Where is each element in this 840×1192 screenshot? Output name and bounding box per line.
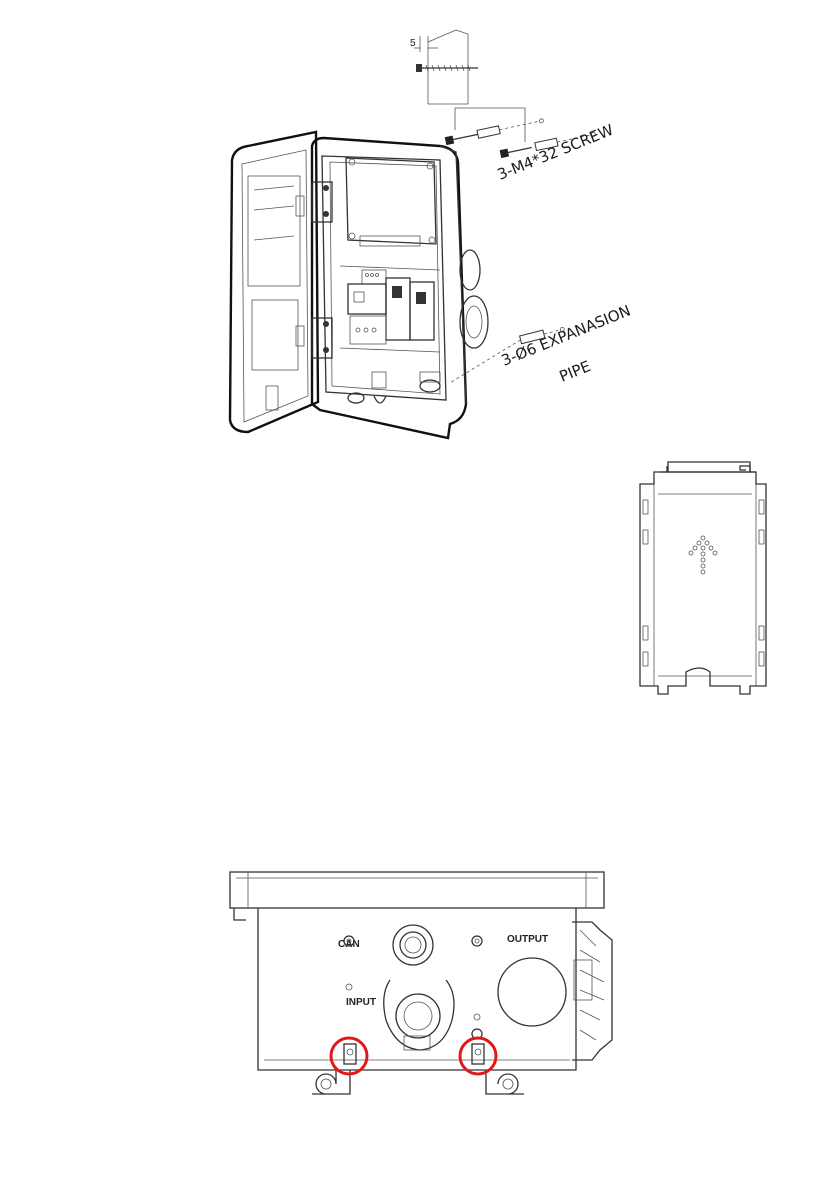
side-cable-clamp (572, 922, 612, 1060)
pipe-callout: 3-Ø6 EXPANASION PIPE (499, 301, 633, 385)
input-port: INPUT (346, 980, 454, 1050)
screw-wall-detail: 5 (410, 30, 478, 104)
output-port: OUTPUT (498, 934, 566, 1026)
screw-callout: 3-M4*32 SCREW (495, 121, 616, 184)
output-label: OUTPUT (507, 934, 548, 945)
control-board (346, 158, 436, 246)
enclosure-door (230, 132, 318, 432)
wallbox-open-illustration: 5 (230, 30, 633, 438)
can-label: CAN (338, 939, 360, 950)
input-label: INPUT (346, 997, 376, 1008)
enclosure-body (312, 138, 488, 438)
pipe-callout-label-line2: PIPE (557, 357, 593, 386)
pipe-callout-label-line1: 3-Ø6 EXPANASION (499, 301, 633, 369)
screw-callout-label: 3-M4*32 SCREW (495, 121, 616, 184)
hinges (312, 182, 332, 358)
bracket-arrow-icon (689, 536, 717, 574)
mounting-bracket (640, 462, 766, 694)
wallbox-bottom-view: CAN OUTPUT INPUT (230, 872, 612, 1094)
dimension-label: 5 (410, 38, 416, 49)
breaker-devices (340, 266, 440, 352)
